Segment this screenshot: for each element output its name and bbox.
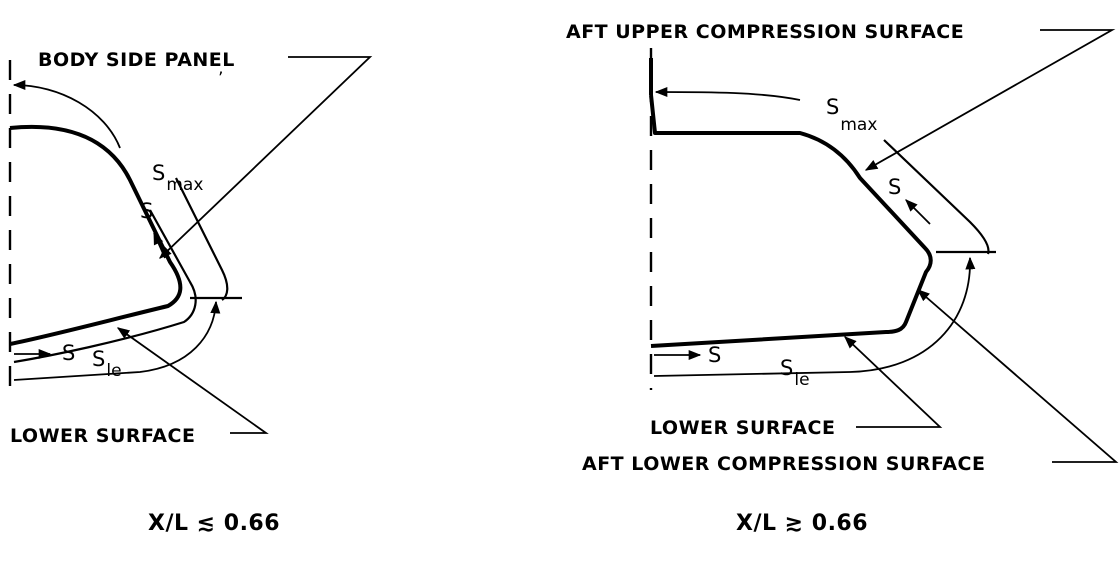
right-lower-surface-label: LOWER SURFACE (650, 417, 835, 439)
left-offset-line-inner (13, 209, 197, 364)
left-body-contour (9, 124, 183, 346)
right-lower-s-label: S (708, 343, 721, 367)
left-s-label: S (140, 199, 153, 223)
left-lower-surface-label: LOWER SURFACE (10, 425, 195, 447)
left-body-side-panel-label: BODY SIDE PANEL (38, 49, 235, 71)
right-aft-lower-label: AFT LOWER COMPRESSION SURFACE (582, 453, 985, 475)
right-caption: X/L ≳ 0.66 (736, 511, 868, 536)
left-lower-s-label: S (62, 341, 75, 365)
right-sle-label: Sle (780, 356, 810, 390)
left-smax-arc (12, 79, 121, 149)
right-s-label: S (888, 175, 901, 199)
right-smax-arc (654, 86, 801, 101)
left-sle-label: Sle (92, 347, 122, 381)
left-panel: BODY SIDE PANEL Smax S S Sle LOWER SURFA… (8, 49, 373, 536)
right-s-arrow (905, 199, 931, 225)
left-caption: X/L ≲ 0.66 (148, 511, 280, 536)
left-sle-arc (13, 300, 221, 381)
right-aft-lower-leader (917, 289, 1119, 463)
right-lower-surface-leader (844, 336, 943, 428)
stray-mark: ’ (218, 69, 223, 89)
right-aft-upper-leader (864, 29, 1116, 171)
left-smax-label: Smax (152, 161, 203, 195)
right-panel: AFT UPPER COMPRESSION SURFACE Smax S S S… (566, 21, 1119, 536)
left-lower-surface-leader (116, 327, 269, 434)
right-aft-upper-label: AFT UPPER COMPRESSION SURFACE (566, 21, 964, 43)
right-sle-arc (653, 256, 976, 377)
left-offset-line-outer (175, 177, 229, 301)
left-body-side-leader (159, 56, 373, 259)
right-body-contour (649, 94, 933, 348)
right-smax-label: Smax (826, 95, 877, 135)
